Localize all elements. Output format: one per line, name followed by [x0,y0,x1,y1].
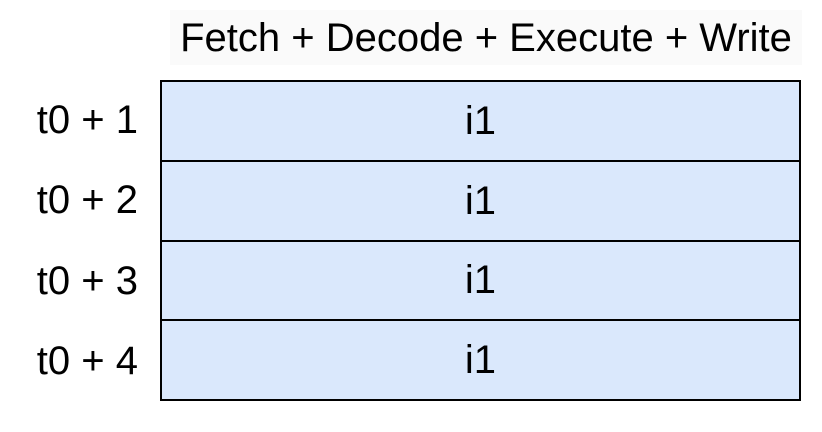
pipeline-cell-row-4: i1 [162,319,799,399]
time-label-row-3: t0 + 3 [36,258,138,303]
time-label-row-4: t0 + 4 [36,338,138,383]
stage-header-label: Fetch + Decode + Execute + Write [170,10,802,65]
instruction-label: i1 [464,338,497,383]
pipeline-cell-row-3: i1 [162,239,799,320]
pipeline-box: i1 i1 i1 i1 [160,80,801,401]
instruction-label: i1 [464,178,497,223]
time-label-column: t0 + 1 t0 + 2 t0 + 3 t0 + 4 [0,80,138,401]
pipeline-cell-row-1: i1 [162,82,799,160]
time-label-row-2: t0 + 2 [36,178,138,223]
pipeline-cell-row-2: i1 [162,159,799,240]
time-label-row-1: t0 + 1 [36,98,138,143]
instruction-label: i1 [464,98,497,143]
instruction-label: i1 [464,258,497,303]
